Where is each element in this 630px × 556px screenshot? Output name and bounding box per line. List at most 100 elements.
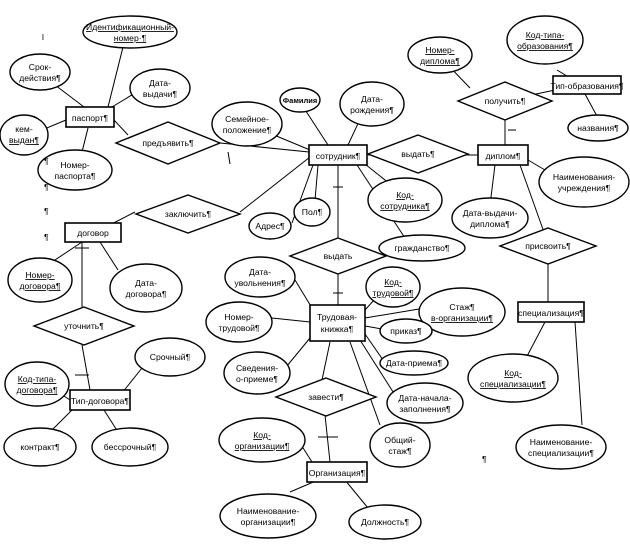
attribute-label: Код- — [384, 277, 402, 287]
attribute-contract-kind: контракт¶ — [3, 427, 77, 467]
attribute-hire-info: Сведения- о-приеме¶ — [223, 351, 291, 395]
line — [359, 339, 396, 396]
attribute-institution-name: Наименования- учреждения¶ — [538, 156, 630, 208]
line — [364, 333, 384, 361]
attribute-label: увольнения¶ — [234, 278, 286, 288]
line — [519, 164, 546, 236]
attribute-education-type-code: Код-типа- образования¶ — [506, 15, 584, 65]
entity-label: Трудовая- — [317, 312, 357, 322]
attribute-label: в-организации¶ — [431, 313, 493, 323]
attribute-label: специализации¶ — [480, 379, 546, 389]
entity-contract-type: Тип-договора¶ — [69, 389, 131, 411]
attribute-label: бессрочный¶ — [104, 442, 157, 452]
stray-marks: l ¶ ¶ ¶ ¶ ¶ — [42, 32, 487, 464]
attribute-education-type-name: названия¶ — [567, 114, 629, 142]
line — [239, 156, 311, 213]
attribute-label: Дата- — [149, 78, 171, 88]
attribute-label: образования¶ — [517, 41, 573, 51]
attribute-label: названия¶ — [577, 123, 619, 133]
entity-education-type: Тип-образования¶ — [550, 75, 624, 95]
line — [81, 344, 91, 391]
attribute-label: Должность¶ — [361, 517, 410, 527]
attribute-label: диплома¶ — [470, 219, 510, 229]
attribute-passport-number: Номер- паспорта¶ — [37, 149, 113, 191]
attribute-label: организации¶ — [235, 441, 290, 451]
attribute-label: организации¶ — [241, 517, 296, 527]
relationship-label: получить¶ — [485, 96, 526, 106]
cursor-mark: l — [42, 32, 44, 42]
line — [121, 367, 143, 394]
entity-label: специализация¶ — [518, 308, 584, 318]
line — [364, 307, 426, 319]
attribute-label: стаж¶ — [388, 446, 412, 456]
entity-label: сотрудник¶ — [316, 151, 361, 161]
entity-specialization: специализация¶ — [517, 301, 585, 323]
attribute-label: Фамилия — [283, 96, 317, 105]
pilcrow-mark: ¶ — [44, 206, 49, 216]
line — [103, 409, 119, 433]
attribute-contract-date: Дата- договора¶ — [109, 263, 183, 313]
attribute-employee-code: Код- сотрудника¶ — [367, 177, 443, 223]
line — [321, 341, 331, 381]
attribute-label: номер·¶ — [114, 33, 147, 43]
attribute-label: Общий- — [384, 435, 415, 445]
relationship-label: выдать — [324, 251, 353, 261]
attribute-marital-status: Семейное- положение¶ — [211, 101, 283, 147]
line — [99, 241, 119, 271]
entity-employee: сотрудник¶ — [308, 144, 368, 166]
attribute-label: Дата-выдачи- — [463, 208, 518, 218]
attribute-label: Код-типа- — [18, 374, 57, 384]
relationship-conclude: заключить¶ — [133, 194, 243, 234]
attribute-order: приказ¶ — [379, 318, 433, 344]
attribute-surname: Фамилия — [279, 87, 321, 113]
relationship-label: заключить¶ — [165, 209, 212, 219]
attribute-total-experience: Общий- стаж¶ — [369, 422, 431, 468]
attribute-label: Дата- — [361, 94, 383, 104]
attribute-specialization-code: Код- специализации¶ — [467, 353, 559, 403]
attribute-label: заполнения¶ — [399, 404, 451, 414]
attribute-label: сотрудника¶ — [380, 201, 430, 211]
attribute-label: гражданство¶ — [394, 243, 449, 253]
line — [51, 241, 83, 263]
attribute-label: диплома¶ — [420, 56, 460, 66]
relationship-label: предъявить¶ — [142, 138, 194, 148]
attribute-label: Код- — [253, 430, 271, 440]
attribute-label: выдан¶ — [9, 135, 39, 145]
attribute-label: кем- — [15, 124, 33, 134]
attribute-book-number: Номер- трудовой¶ — [205, 301, 273, 343]
attribute-issue-date: Дата- выдачи¶ — [129, 68, 191, 108]
attribute-label: о-приеме¶ — [236, 374, 278, 384]
attribute-label: Сведения- — [236, 363, 278, 373]
attribute-organization-name: Наименование- организации¶ — [219, 493, 317, 539]
attribute-address: Адрес¶ — [248, 212, 292, 240]
attribute-experience: Стаж¶ в-организации¶ — [418, 287, 506, 337]
attribute-book-code: Код- трудовой¶ — [365, 266, 421, 308]
attribute-label: Номер- — [425, 45, 454, 55]
relationship-label: завести¶ — [308, 392, 344, 402]
attribute-label: контракт¶ — [20, 442, 60, 452]
attribute-validity: Срок- действия¶ — [9, 53, 71, 91]
line — [107, 46, 124, 108]
attribute-gender: Пол¶ — [293, 197, 331, 227]
attribute-label: Наименование- — [237, 506, 300, 516]
line — [113, 119, 129, 136]
attribute-label: Срок- — [29, 62, 52, 72]
attribute-label: договора¶ — [17, 385, 58, 395]
attribute-label: паспорта¶ — [55, 171, 96, 181]
attribute-id-number: Идентификационный- номер·¶ — [82, 15, 178, 49]
relationship-clarify: уточнить¶ — [32, 306, 136, 346]
attribute-label: Дата- — [249, 267, 271, 277]
pilcrow-mark: ¶ — [44, 182, 49, 192]
attribute-diploma-number: Номер- диплома¶ — [407, 36, 473, 74]
pilcrow-mark: ¶ — [482, 454, 487, 464]
attribute-open-ended: бессрочный¶ — [91, 427, 169, 467]
pilcrow-mark: ¶ — [44, 232, 49, 242]
relationship-label: выдать¶ — [401, 149, 435, 159]
attribute-label: Дата-начала- — [398, 393, 451, 403]
entity-label: книжка¶ — [321, 324, 354, 334]
attribute-specialization-name: Наименование- специализации¶ — [515, 424, 607, 470]
attribute-fixed-term: Срочный¶ — [134, 337, 206, 377]
attribute-label: Дата- — [135, 278, 157, 288]
attribute-label: Номер- — [224, 312, 253, 322]
attribute-label: договора¶ — [126, 289, 167, 299]
